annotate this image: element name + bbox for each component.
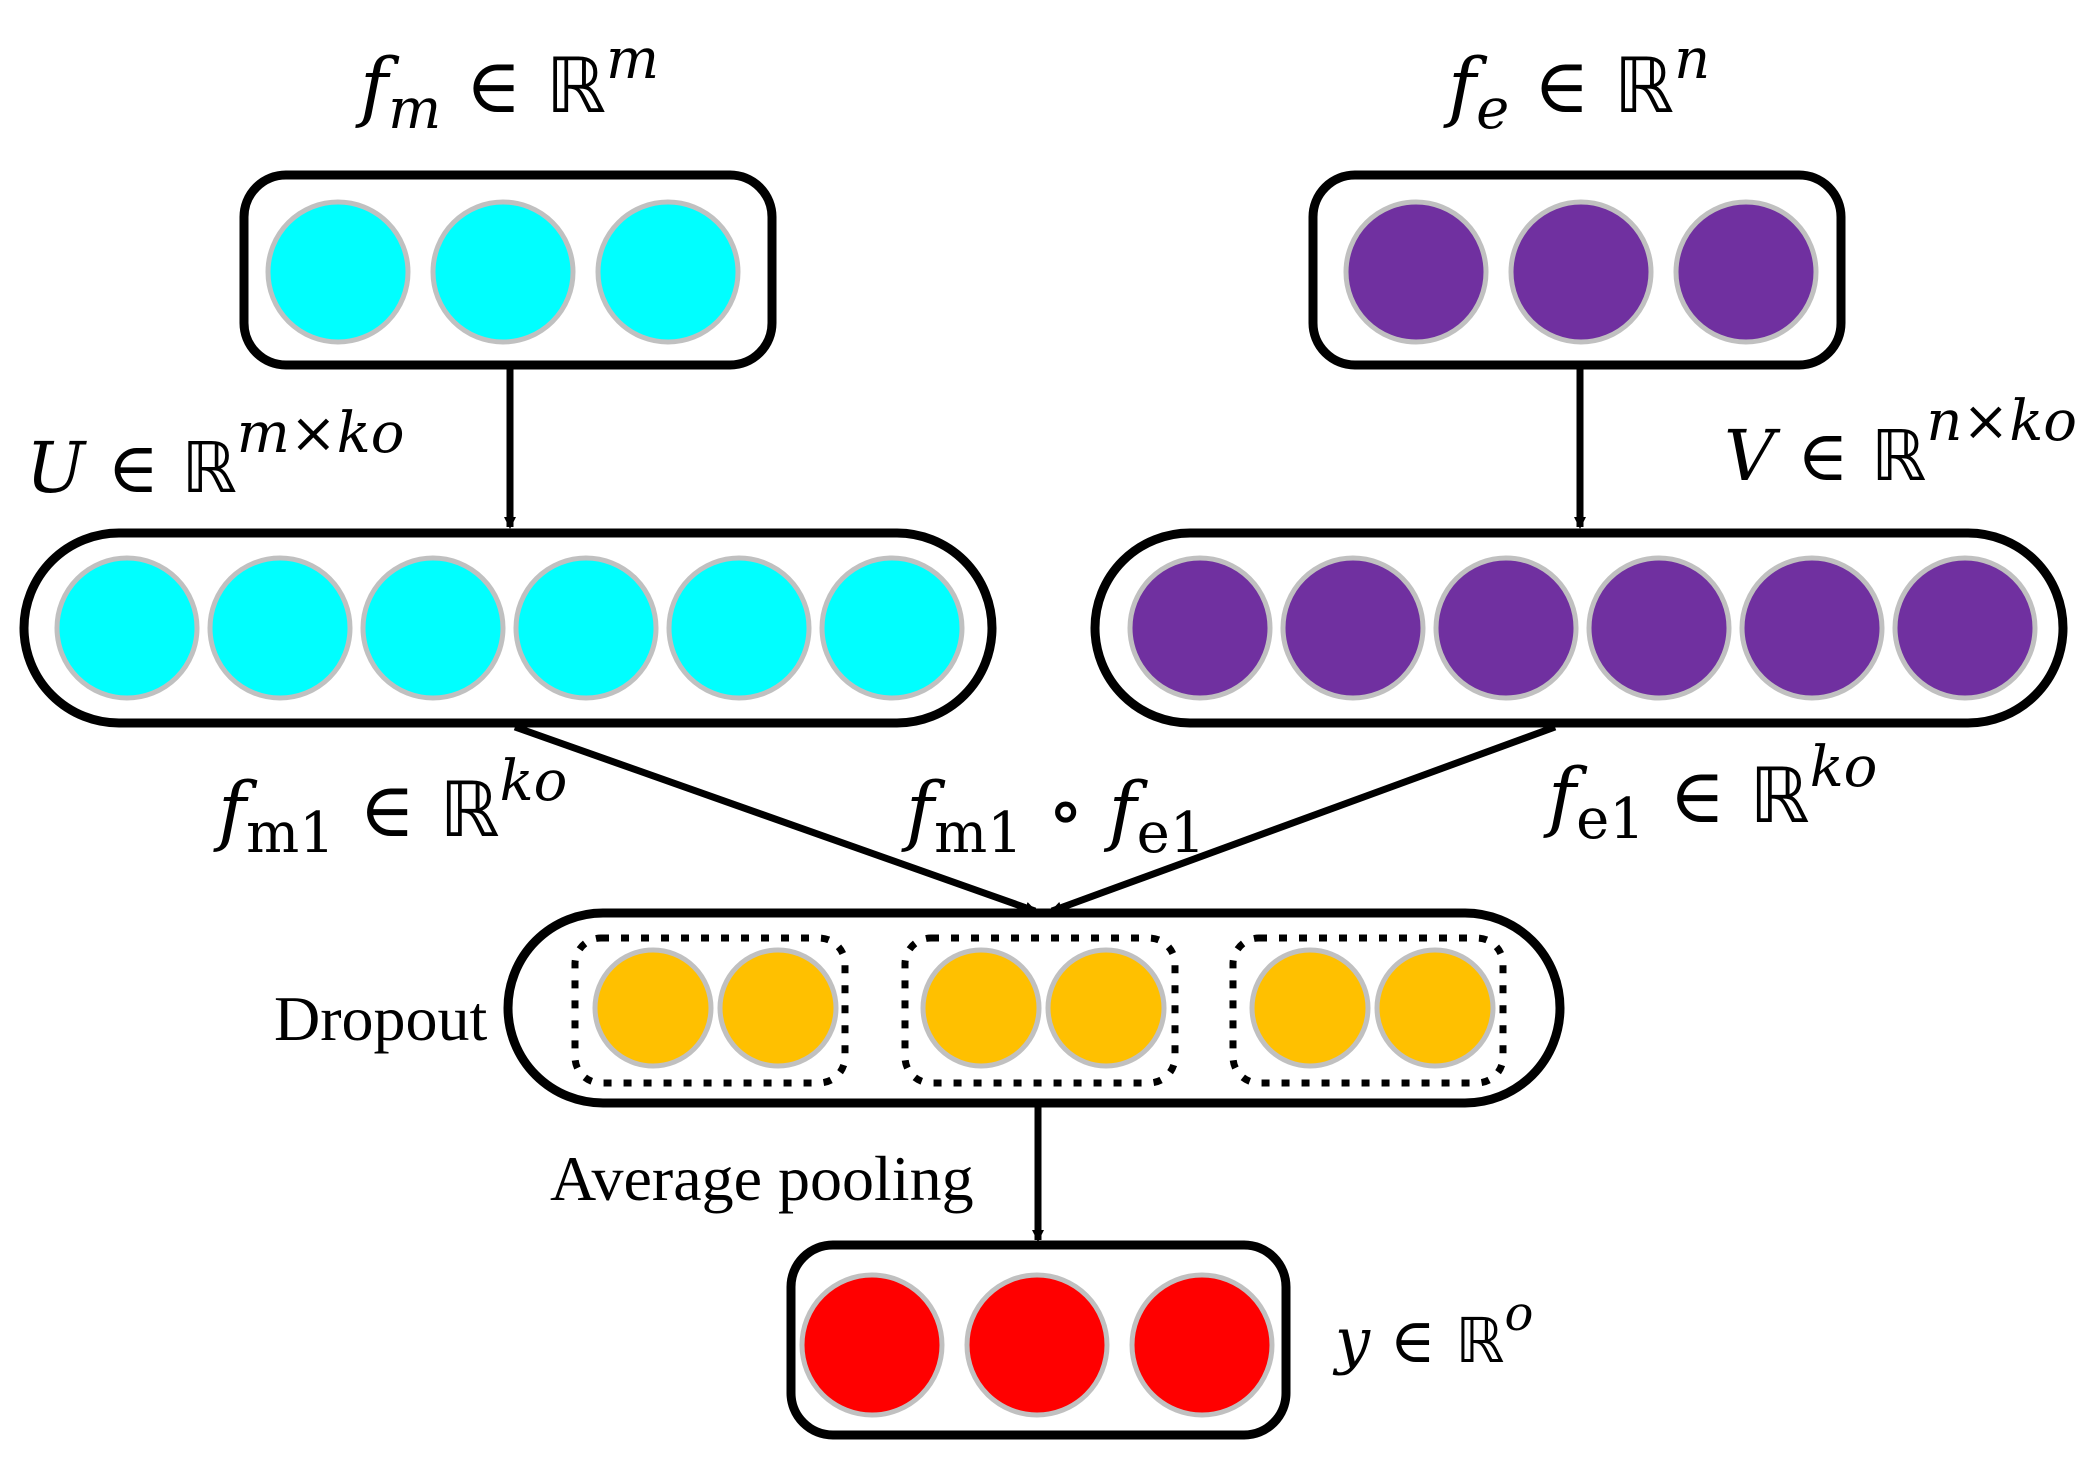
fe1-node — [1433, 555, 1579, 701]
pooled-node — [1249, 947, 1371, 1069]
arrow-fe1-to-pooled — [1050, 723, 1557, 915]
fe1-node — [1127, 555, 1273, 701]
label-average-pooling: Average pooling — [550, 1143, 974, 1214]
pooled-node — [717, 947, 839, 1069]
pooled-node — [920, 947, 1042, 1069]
label-y: y ∈ ℝo — [1332, 1286, 1533, 1377]
fe1-node-group — [1127, 555, 2038, 701]
pool-group-box — [571, 934, 849, 1087]
pool-group-box — [901, 934, 1179, 1087]
fe-node-group — [1343, 199, 1819, 345]
fm1-node — [207, 555, 353, 701]
label-product: fm1 ∘ fe1 — [901, 765, 1205, 866]
fe1-node — [1892, 555, 2038, 701]
fm-node — [595, 199, 741, 345]
output-node — [964, 1272, 1110, 1418]
label-v: V ∈ ℝn×ko — [1724, 389, 2077, 497]
fe-node — [1673, 199, 1819, 345]
fm1-node-group — [54, 555, 965, 701]
pooled-node — [1045, 947, 1167, 1069]
fm-node — [265, 199, 411, 345]
fm-node-group — [265, 199, 741, 345]
fm1-node — [54, 555, 200, 701]
fe-node — [1343, 199, 1489, 345]
pooled-node — [592, 947, 714, 1069]
label-fe: fe ∈ ℝn — [1443, 27, 1710, 142]
pooled-node — [1374, 947, 1496, 1069]
output-node-group — [799, 1272, 1275, 1418]
fe-node — [1508, 199, 1654, 345]
label-fe1: fe1 ∈ ℝko — [1543, 735, 1877, 852]
arrow-fm1-to-pooled — [513, 723, 1037, 915]
label-fm1: fm1 ∈ ℝko — [213, 749, 567, 866]
pooled-node-group — [592, 947, 1496, 1069]
output-node — [799, 1272, 945, 1418]
fm1-node — [819, 555, 965, 701]
output-node — [1129, 1272, 1275, 1418]
fm1-node — [360, 555, 506, 701]
fe1-node — [1280, 555, 1426, 701]
fe1-node — [1739, 555, 1885, 701]
label-dropout: Dropout — [274, 983, 488, 1054]
fm1-node — [513, 555, 659, 701]
label-u: U ∈ ℝm×ko — [26, 401, 404, 509]
fe1-node — [1586, 555, 1732, 701]
fm1-node — [666, 555, 812, 701]
pool-group-box — [1229, 934, 1507, 1087]
fm-node — [430, 199, 576, 345]
label-fm: fm ∈ ℝm — [355, 27, 659, 142]
